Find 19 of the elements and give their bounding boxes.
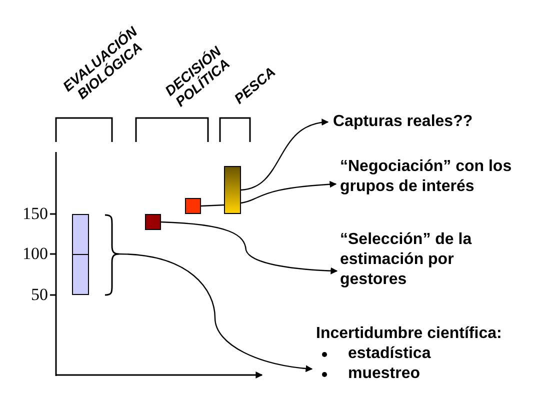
curved-arrow bbox=[240, 119, 329, 191]
annotation-text: Capturas reales?? bbox=[333, 112, 533, 132]
annotation-text: “Selección” de la estimación por gestores bbox=[340, 230, 505, 290]
square-marker bbox=[145, 214, 161, 230]
curved-arrow bbox=[240, 180, 337, 204]
bullet-item: muestreo bbox=[348, 365, 420, 382]
axis-tick-label: 100 bbox=[22, 245, 48, 263]
annotation-heading: Incertidumbre científica: bbox=[316, 324, 502, 344]
bar-marker bbox=[224, 166, 241, 214]
square-marker bbox=[185, 198, 201, 214]
curly-brace bbox=[104, 214, 121, 296]
curved-arrow bbox=[160, 221, 338, 274]
annotation-text: “Negociación” con los grupos de interés bbox=[340, 157, 553, 197]
curved-arrow bbox=[118, 253, 313, 372]
curved-line bbox=[200, 204, 224, 207]
bullet-item: estadística bbox=[348, 345, 431, 362]
bar-marker bbox=[72, 214, 89, 295]
axis-tick-label: 50 bbox=[30, 286, 48, 304]
axis-tick-label: 150 bbox=[22, 205, 48, 223]
